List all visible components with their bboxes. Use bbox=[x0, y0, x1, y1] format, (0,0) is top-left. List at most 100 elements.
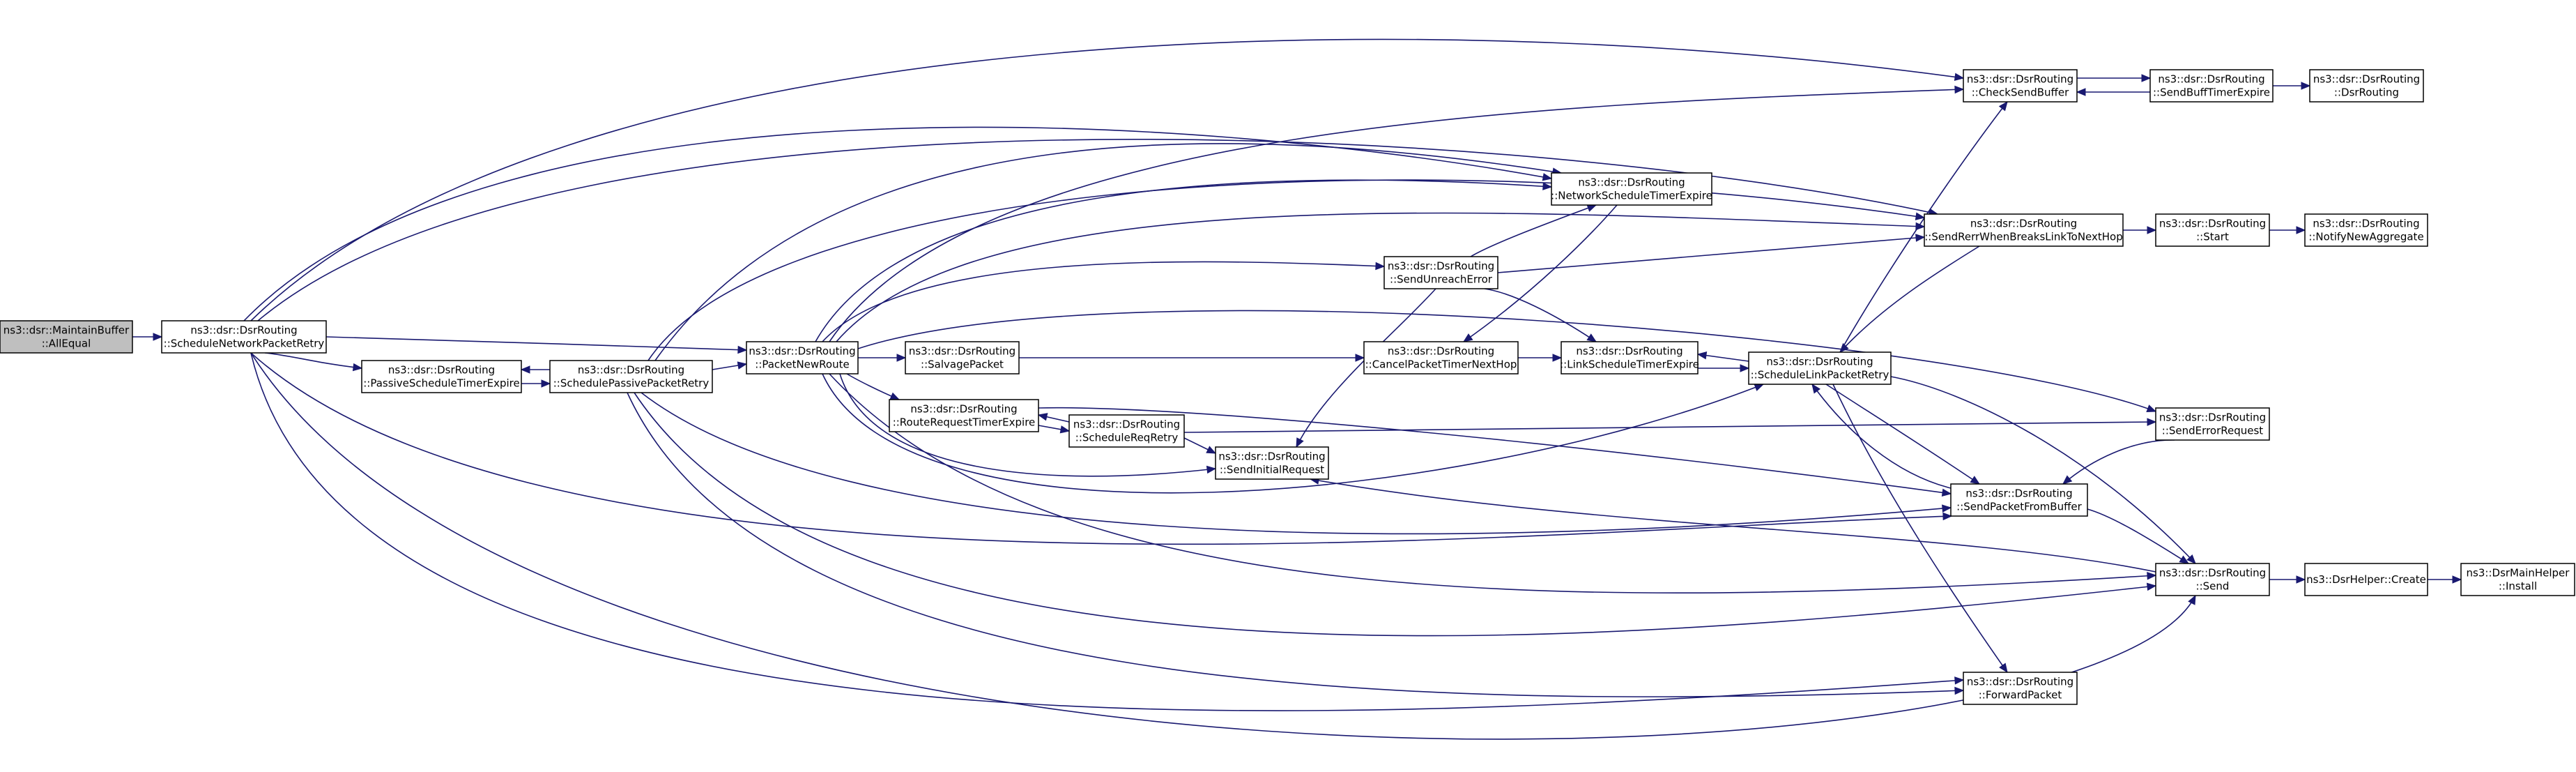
node-send[interactable]: ns3::dsr::DsrRouting::Send bbox=[2155, 563, 2270, 596]
node-slpr[interactable]: ns3::dsr::DsrRouting::ScheduleLinkPacket… bbox=[1748, 351, 1892, 385]
edges bbox=[132, 38, 2462, 740]
node-rrte[interactable]: ns3::dsr::DsrRouting::RouteRequestTimerE… bbox=[889, 399, 1039, 432]
node-label: ::RouteRequestTimerExpire bbox=[893, 416, 1036, 429]
arrowhead bbox=[2179, 555, 2190, 564]
edge-sppr-to-spfb bbox=[641, 392, 1952, 535]
node-label: ::SchedulePassivePacketRetry bbox=[553, 377, 710, 390]
node-label: ::ForwardPacket bbox=[1979, 689, 2062, 702]
arrowhead bbox=[1375, 262, 1386, 271]
node-nna[interactable]: ns3::dsr::DsrRouting::NotifyNewAggregate bbox=[2304, 213, 2428, 247]
node-label: ::SendRerrWhenBreaksLinkToNextHop bbox=[1924, 231, 2123, 243]
edge-maintain-to-snpr bbox=[132, 333, 163, 341]
arrowhead bbox=[1296, 437, 1304, 448]
node-pnr[interactable]: ns3::dsr::DsrRouting::PacketNewRoute bbox=[746, 341, 859, 374]
node-srr[interactable]: ns3::dsr::DsrRouting::ScheduleReqRetry bbox=[1068, 414, 1185, 448]
node-helper[interactable]: ns3::DsrHelper::Create bbox=[2304, 563, 2428, 596]
edge-pste-to-sppr bbox=[521, 379, 551, 388]
node-label: ns3::dsr::DsrRouting bbox=[2313, 218, 2419, 230]
arrowhead bbox=[1839, 342, 1849, 353]
node-box bbox=[1963, 672, 2078, 705]
arrowhead bbox=[1740, 364, 1750, 372]
edge-line bbox=[257, 139, 1938, 321]
edge-pnr-to-sir bbox=[839, 373, 1217, 477]
node-lste[interactable]: ns3::dsr::DsrRouting::LinkScheduleTimerE… bbox=[1560, 341, 1699, 374]
node-salvage[interactable]: ns3::dsr::DsrRouting::SalvagePacket bbox=[905, 341, 1020, 374]
node-cptnh[interactable]: ns3::dsr::DsrRouting::CancelPacketTimerN… bbox=[1363, 341, 1519, 374]
node-box bbox=[1561, 341, 1699, 374]
edge-cptnh-to-lste bbox=[1518, 354, 1563, 362]
node-label: ns3::dsr::DsrRouting bbox=[2159, 411, 2266, 424]
edge-snpr-to-csb bbox=[250, 38, 1965, 321]
node-label: ::ScheduleNetworkPacketRetry bbox=[164, 338, 325, 350]
node-box bbox=[889, 399, 1039, 432]
arrowhead bbox=[1754, 384, 1765, 391]
node-label: ::Send bbox=[2196, 580, 2230, 593]
arrowhead bbox=[737, 345, 748, 354]
edge-snpr-to-pnr bbox=[325, 336, 748, 354]
node-sir[interactable]: ns3::dsr::DsrRouting::SendInitialRequest bbox=[1215, 446, 1329, 480]
node-sbte[interactable]: ns3::dsr::DsrRouting::SendBuffTimerExpir… bbox=[2149, 69, 2274, 103]
edge-line bbox=[1470, 204, 1597, 257]
node-label: ::SendErrorRequest bbox=[2162, 425, 2263, 437]
node-install[interactable]: ns3::DsrMainHelper::Install bbox=[2460, 563, 2575, 596]
arrowhead bbox=[2452, 575, 2462, 584]
edge-spfb-to-slpr bbox=[1811, 383, 1952, 489]
node-label: ns3::dsr::DsrRouting bbox=[578, 364, 684, 377]
node-maintain[interactable]: ns3::dsr::MaintainBuffer::AllEqual bbox=[0, 320, 133, 354]
node-label: ::DsrRouting bbox=[2334, 86, 2399, 99]
arrowhead bbox=[1954, 73, 1965, 81]
node-srwbl[interactable]: ns3::dsr::DsrRouting::SendRerrWhenBreaks… bbox=[1924, 213, 2124, 247]
node-csb[interactable]: ns3::dsr::DsrRouting::CheckSendBuffer bbox=[1963, 69, 2078, 103]
node-box bbox=[361, 360, 522, 393]
node-box bbox=[2149, 69, 2274, 103]
edge-line bbox=[2062, 439, 2175, 485]
edge-rrte-to-spfb bbox=[1038, 407, 1952, 497]
node-label: ns3::dsr::DsrRouting bbox=[388, 364, 495, 377]
arrowhead bbox=[1942, 512, 1953, 521]
arrowhead bbox=[1954, 85, 1965, 94]
node-box bbox=[1924, 213, 2124, 247]
node-label: ::SalvagePacket bbox=[921, 358, 1004, 371]
arrowhead bbox=[889, 392, 900, 400]
edge-snpr-to-srwbl bbox=[257, 139, 1939, 321]
node-start[interactable]: ns3::dsr::DsrRouting::Start bbox=[2155, 213, 2270, 247]
edge-line bbox=[1463, 204, 1618, 342]
node-spfb[interactable]: ns3::dsr::DsrRouting::SendPacketFromBuff… bbox=[1950, 483, 2088, 517]
arrowhead bbox=[1206, 465, 1217, 474]
node-snpr[interactable]: ns3::dsr::DsrRouting::ScheduleNetworkPac… bbox=[161, 320, 327, 354]
arrowhead bbox=[2296, 575, 2306, 584]
node-label: ::SendInitialRequest bbox=[1220, 464, 1324, 476]
edge-line bbox=[250, 352, 1952, 545]
node-sppr[interactable]: ns3::dsr::DsrRouting::SchedulePassivePac… bbox=[549, 360, 713, 393]
arrowhead bbox=[1954, 686, 1965, 695]
node-fp[interactable]: ns3::dsr::DsrRouting::ForwardPacket bbox=[1963, 672, 2078, 705]
edge-csb-to-sbte bbox=[2077, 74, 2152, 82]
node-label: ns3::DsrMainHelper bbox=[2467, 567, 2570, 580]
edge-line bbox=[2087, 508, 2189, 564]
node-ser[interactable]: ns3::dsr::DsrRouting::SendErrorRequest bbox=[2155, 407, 2270, 441]
node-box bbox=[0, 320, 133, 354]
arrowhead bbox=[1462, 333, 1473, 342]
edge-slpr-to-fp bbox=[1832, 384, 2008, 674]
node-sue[interactable]: ns3::dsr::DsrRouting::SendUnreachError bbox=[1383, 256, 1498, 289]
edge-line bbox=[1183, 421, 2156, 433]
node-label: ns3::dsr::DsrRouting bbox=[1073, 418, 1180, 431]
node-label: ns3::dsr::DsrRouting bbox=[1388, 345, 1494, 358]
edge-srr-to-rrte bbox=[1037, 413, 1070, 423]
edge-line bbox=[250, 38, 1964, 321]
node-box bbox=[2460, 563, 2575, 596]
arrowhead bbox=[1811, 383, 1820, 394]
edge-line bbox=[627, 392, 1964, 697]
node-nste[interactable]: ns3::dsr::DsrRouting::NetworkScheduleTim… bbox=[1551, 172, 1712, 206]
node-label: ::ScheduleReqRetry bbox=[1075, 432, 1179, 444]
edge-snpr-to-fp bbox=[250, 352, 1965, 711]
edge-line bbox=[1484, 288, 1597, 342]
node-pste[interactable]: ns3::dsr::DsrRouting::PassiveScheduleTim… bbox=[361, 360, 522, 393]
node-box bbox=[1551, 172, 1712, 206]
edge-srr-to-ser bbox=[1183, 418, 2157, 433]
node-dsrr[interactable]: ns3::dsr::DsrRouting::DsrRouting bbox=[2309, 69, 2424, 103]
edge-start-to-nna bbox=[2269, 226, 2306, 234]
node-label: ns3::dsr::DsrRouting bbox=[2158, 73, 2264, 86]
edge-line bbox=[815, 179, 1552, 342]
edge-sppr-to-send bbox=[634, 392, 2157, 637]
